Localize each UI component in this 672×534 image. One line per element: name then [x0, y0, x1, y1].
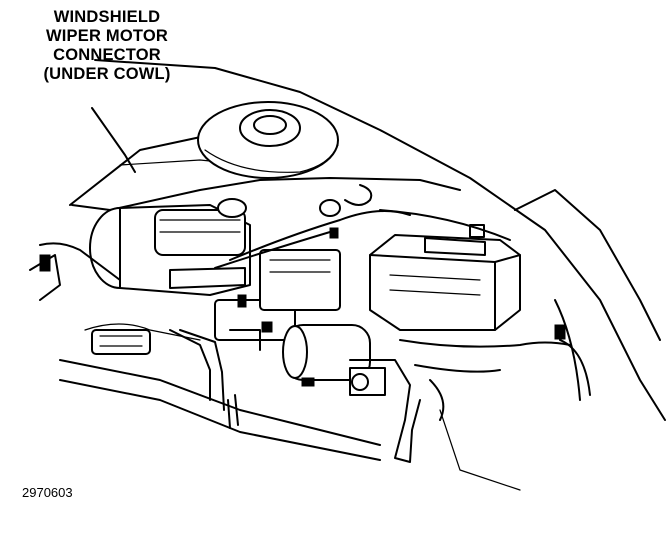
callout-line-2: WIPER MOTOR [46, 27, 168, 45]
battery [369, 224, 521, 331]
callout-line-4: (UNDER COWL) [43, 65, 171, 83]
brake-master-cylinder [89, 198, 251, 296]
connectors [39, 227, 566, 387]
figure-number: 2970603 [22, 485, 73, 500]
callout-leader [91, 107, 136, 173]
wiper-motor-connector-callout: WINDSHIELD WIPER MOTOR CONNECTOR (UNDER … [22, 8, 192, 84]
right-wiring [379, 209, 591, 421]
upper-harness [214, 184, 411, 269]
left-wiring [29, 242, 201, 355]
brake-lines [169, 329, 239, 429]
frame-rail [59, 359, 521, 491]
center-components [214, 249, 341, 351]
callout-line-3: CONNECTOR [53, 46, 161, 64]
starter-motor [282, 324, 421, 463]
callout-line-1: WINDSHIELD [53, 8, 161, 26]
strut-tower [197, 101, 339, 179]
